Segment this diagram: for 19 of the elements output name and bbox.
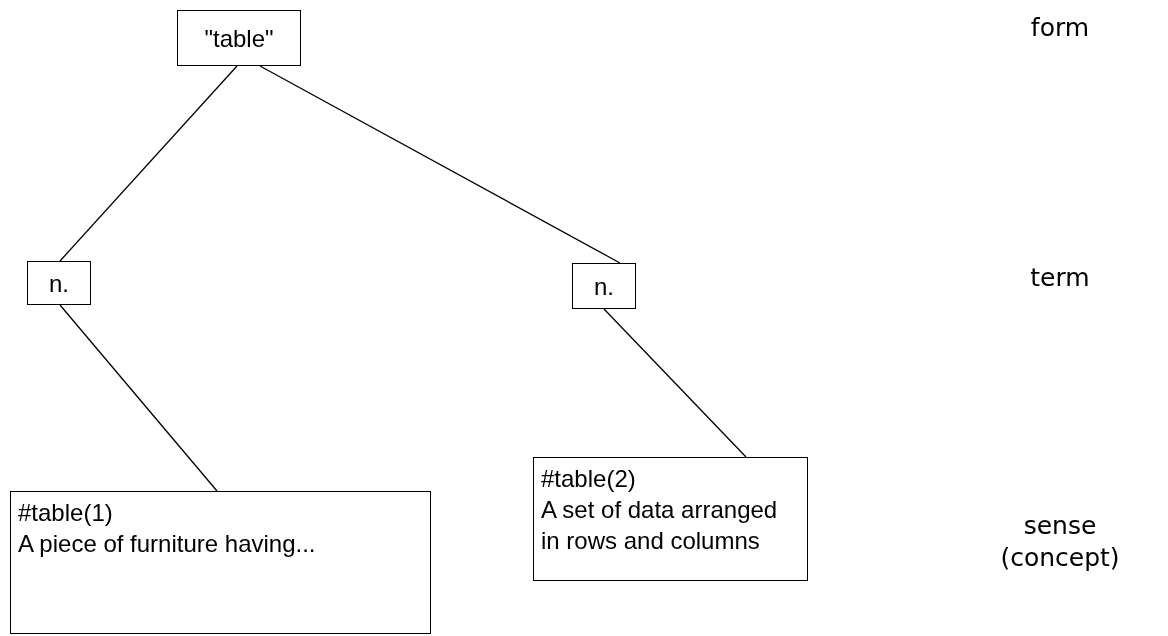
level-label: sense (concept) — [999, 510, 1121, 574]
connector-line — [259, 65, 621, 264]
sense-id: #table(2) — [541, 464, 637, 494]
text-box — [177, 10, 301, 66]
node-text: n. — [594, 271, 614, 302]
level-label: term — [1029, 262, 1091, 294]
node-text: n. — [49, 268, 69, 299]
connector-line — [59, 304, 218, 492]
text-box — [27, 261, 91, 305]
connector-line — [59, 65, 238, 262]
node-text: "table" — [204, 23, 274, 54]
node-text: A piece of furniture having... — [18, 529, 317, 559]
text-box — [10, 491, 431, 634]
node-text: A set of data arranged in rows and columns — [541, 495, 779, 556]
sense-id: #table(1) — [18, 498, 114, 528]
text-box — [572, 263, 636, 309]
text-box — [533, 457, 808, 581]
level-label: form — [1029, 12, 1091, 44]
connector-line — [603, 308, 747, 458]
